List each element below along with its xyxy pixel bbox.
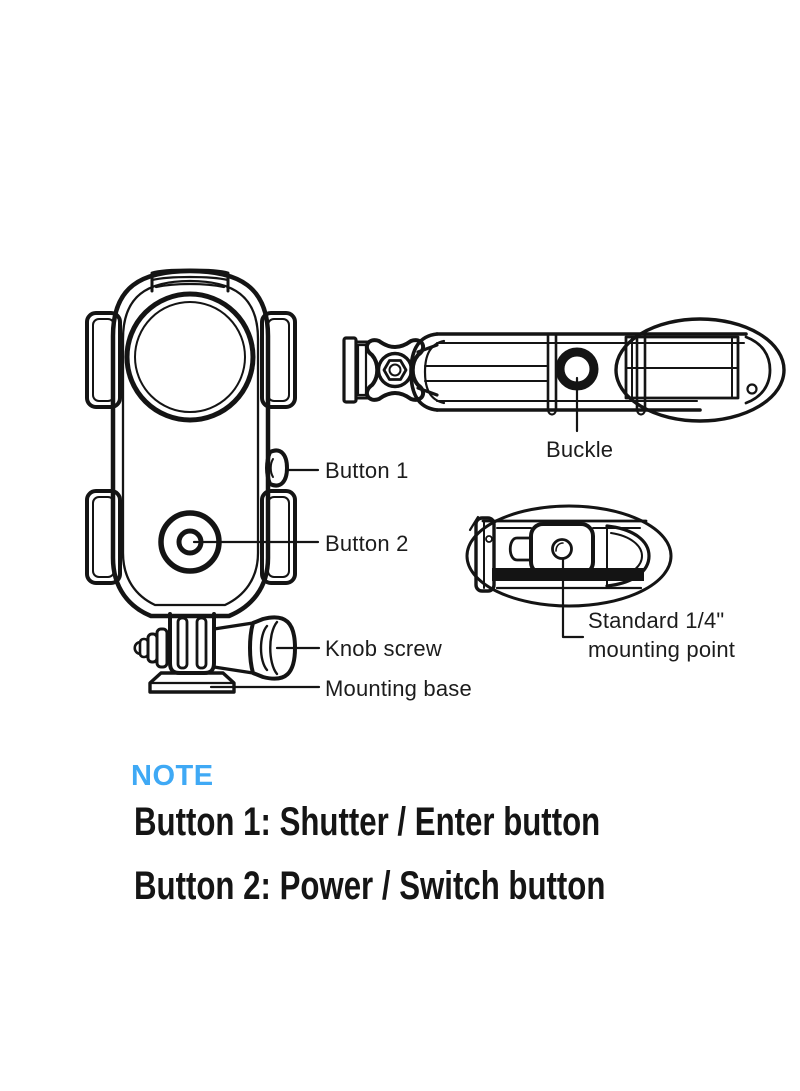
note-line-button-2: Button 2: Power / Switch button [134, 864, 606, 908]
label-mounting-point-line1: Standard 1/4" [588, 608, 725, 633]
label-mounting-point-line2: mounting point [588, 637, 736, 662]
label-mounting-point: Standard 1/4" mounting point [588, 606, 735, 664]
note-title: NOTE [131, 760, 214, 792]
label-button-2: Button 2 [325, 531, 409, 556]
leader-lines [192, 376, 585, 689]
label-knob-screw: Knob screw [325, 636, 442, 661]
bottom-view-drawing [465, 504, 673, 608]
knob-screw-tip [133, 627, 169, 669]
button-1-shape [265, 448, 289, 488]
note-line-button-1: Button 1: Shutter / Enter button [134, 800, 601, 844]
mount-prongs [168, 612, 216, 675]
mounting-base-shape [148, 671, 236, 694]
top-view-drawing [342, 317, 786, 423]
label-button-1: Button 1 [325, 458, 409, 483]
front-view-drawing [85, 268, 297, 694]
lens-drawing [124, 291, 256, 423]
leader-mounting-point [561, 557, 585, 639]
label-buckle: Buckle [546, 437, 614, 462]
side-latches [85, 311, 297, 585]
label-mounting-base: Mounting base [325, 676, 472, 701]
knob-screw-shape [212, 615, 297, 681]
